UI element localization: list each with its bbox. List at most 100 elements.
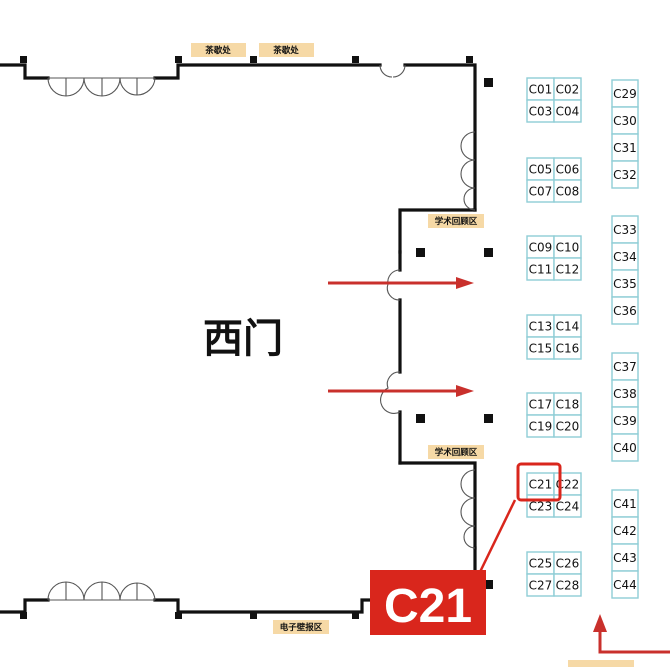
booth-label: C38	[613, 387, 637, 401]
pillars	[20, 56, 493, 619]
booth-label: C19	[529, 420, 553, 434]
booth-c21[interactable]: C21	[526, 472, 555, 496]
booth-label: C21	[529, 478, 553, 492]
booth-c14[interactable]: C14	[553, 314, 582, 338]
upper-left-doors	[47, 77, 156, 97]
booth-c23[interactable]: C23	[526, 494, 555, 518]
booth-c08[interactable]: C08	[553, 179, 582, 203]
booth-c06[interactable]: C06	[553, 157, 582, 181]
zone-e-poster: 电子壁报区	[273, 620, 329, 634]
booth-label: C33	[613, 223, 637, 237]
booth-c35[interactable]: C35	[611, 269, 639, 298]
booth-c17[interactable]: C17	[526, 392, 555, 416]
booth-label: C13	[529, 320, 553, 334]
lower-left-doors	[47, 581, 156, 601]
booth-c20[interactable]: C20	[553, 414, 582, 438]
callout-box	[370, 570, 486, 635]
booth-label: C31	[613, 141, 637, 155]
zone-academic-top-label: 学术回顾区	[435, 216, 478, 227]
booth-c25[interactable]: C25	[526, 551, 555, 575]
booth-label: C23	[529, 500, 553, 514]
booth-c05[interactable]: C05	[526, 157, 555, 181]
booth-c16[interactable]: C16	[553, 336, 582, 360]
booth-c29[interactable]: C29	[611, 79, 639, 108]
upper-wall	[0, 63, 477, 254]
booth-label: C35	[613, 277, 637, 291]
booth-c03[interactable]: C03	[526, 99, 555, 123]
entrance-arrow-upper	[328, 277, 474, 289]
booth-c44[interactable]: C44	[611, 570, 639, 599]
booth-c19[interactable]: C19	[526, 414, 555, 438]
booth-c07[interactable]: C07	[526, 179, 555, 203]
lower-right-doors	[460, 469, 476, 549]
booth-label: C26	[556, 557, 580, 571]
booth-label: C42	[613, 524, 637, 538]
booth-c01[interactable]: C01	[526, 77, 555, 101]
booth-c13[interactable]: C13	[526, 314, 555, 338]
booth-c42[interactable]: C42	[611, 516, 639, 545]
booth-c18[interactable]: C18	[553, 392, 582, 416]
booth-c43[interactable]: C43	[611, 543, 639, 572]
zone-tea-left: 茶歇处	[191, 43, 246, 57]
booth-label: C01	[529, 83, 553, 97]
booth-label: C14	[556, 320, 580, 334]
entrance-arrow-lower	[328, 385, 474, 397]
booth-label: C34	[613, 250, 637, 264]
booth-label: C29	[613, 87, 637, 101]
callout-label: C21	[384, 580, 472, 633]
booth-c12[interactable]: C12	[553, 257, 582, 281]
booth-label: C12	[556, 263, 580, 277]
booth-label: C08	[556, 185, 580, 199]
booth-label: C39	[613, 414, 637, 428]
booth-label: C41	[613, 497, 637, 511]
booth-label: C43	[613, 551, 637, 565]
booth-c24[interactable]: C24	[553, 494, 582, 518]
booth-c30[interactable]: C30	[611, 106, 639, 135]
booth-c02[interactable]: C02	[553, 77, 582, 101]
booth-c04[interactable]: C04	[553, 99, 582, 123]
booth-label: C22	[556, 478, 580, 492]
booth-label: C09	[529, 241, 553, 255]
booth-label: C16	[556, 342, 580, 356]
booth-c28[interactable]: C28	[553, 573, 582, 597]
booth-c26[interactable]: C26	[553, 551, 582, 575]
zone-academic-bottom-label: 学术回顾区	[435, 447, 478, 458]
booth-label: C30	[613, 114, 637, 128]
upper-right-doors	[460, 131, 476, 211]
booth-c41[interactable]: C41	[611, 489, 639, 518]
zone-academic-bottom: 学术回顾区	[428, 445, 484, 459]
booth-c37[interactable]: C37	[611, 352, 639, 381]
booth-label: C27	[529, 579, 553, 593]
booth-c11[interactable]: C11	[526, 257, 555, 281]
booth-grid-right: C29C30C31C32C33C34C35C36C37C38C39C40C41C…	[611, 79, 639, 599]
booth-c33[interactable]: C33	[611, 215, 639, 244]
booth-label: C11	[529, 263, 553, 277]
booth-label: C40	[613, 441, 637, 455]
booth-c32[interactable]: C32	[611, 160, 639, 189]
booth-c27[interactable]: C27	[526, 573, 555, 597]
zone-tea-right: 茶歇处	[259, 43, 314, 57]
booth-label: C17	[529, 398, 553, 412]
west-entrance-wall	[398, 250, 477, 550]
zone-tea-right-label: 茶歇处	[272, 45, 299, 56]
booth-c36[interactable]: C36	[611, 296, 639, 325]
booth-c09[interactable]: C09	[526, 235, 555, 259]
booth-c22[interactable]: C22	[553, 472, 582, 496]
booth-c39[interactable]: C39	[611, 406, 639, 435]
booth-c31[interactable]: C31	[611, 133, 639, 162]
highlight-box[interactable]	[516, 462, 562, 502]
booth-c34[interactable]: C34	[611, 242, 639, 271]
booth-label: C10	[556, 241, 580, 255]
booth-c40[interactable]: C40	[611, 433, 639, 462]
booth-label: C03	[529, 105, 553, 119]
exit-arrow	[568, 614, 670, 667]
booth-c38[interactable]: C38	[611, 379, 639, 408]
booth-label: C06	[556, 163, 580, 177]
booth-c15[interactable]: C15	[526, 336, 555, 360]
zone-e-poster-label: 电子壁报区	[280, 622, 323, 633]
booth-label: C24	[556, 500, 580, 514]
hall-label: 西门	[203, 316, 283, 362]
booth-c10[interactable]: C10	[553, 235, 582, 259]
booth-label: C20	[556, 420, 580, 434]
